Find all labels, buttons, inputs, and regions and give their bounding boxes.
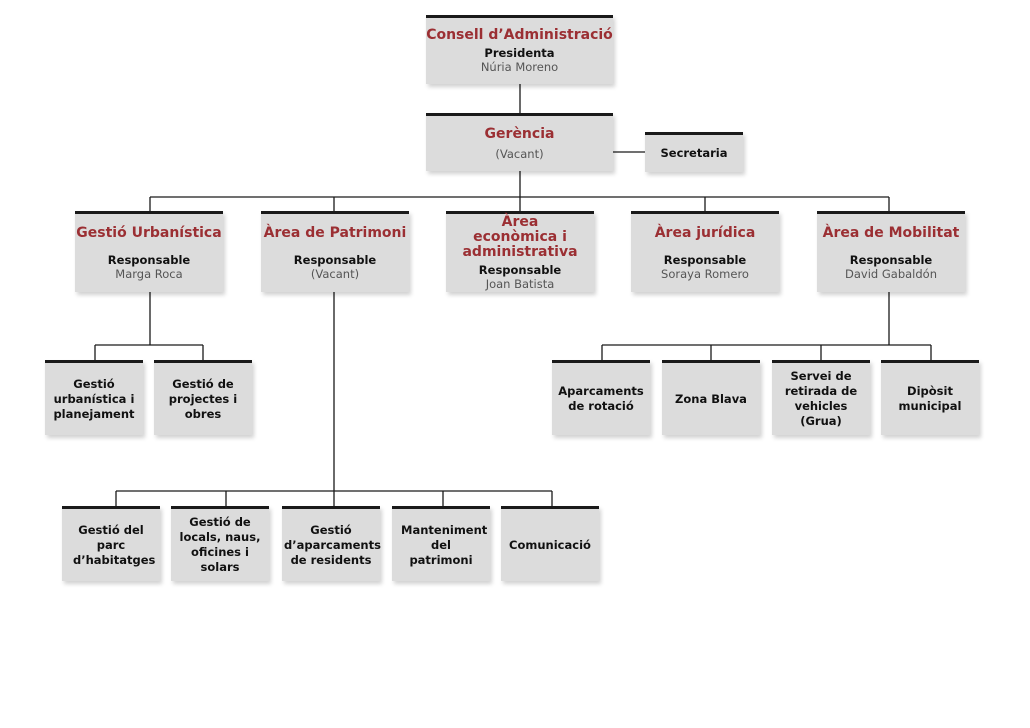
- area-role: Responsable: [293, 252, 377, 267]
- unit-box-urbanism: Gestió de projectes i obres: [154, 360, 252, 435]
- management-box: Gerència (Vacant): [426, 113, 613, 171]
- area-title: Àrea de Mobilitat: [822, 224, 960, 241]
- unit-label: Manteniment del patrimoni: [401, 522, 488, 567]
- area-title: Àrea econòmica i administrativa: [462, 214, 578, 260]
- area-role: Responsable: [107, 252, 191, 267]
- area-person: Joan Batista: [485, 277, 555, 291]
- area-box-legal: Àrea jurídica Responsable Soraya Romero: [631, 211, 779, 292]
- unit-label: Gestió urbanística i planejament: [53, 376, 135, 421]
- unit-box-heritage: Gestió de locals, naus, oficines i solar…: [171, 506, 269, 581]
- area-person: David Gabaldón: [845, 266, 937, 281]
- secretary-title: Secretaria: [660, 146, 728, 160]
- management-person: (Vacant): [495, 146, 544, 161]
- area-role: Responsable: [478, 263, 562, 277]
- unit-box-mobility: Zona Blava: [662, 360, 760, 435]
- area-person: Soraya Romero: [661, 266, 749, 281]
- unit-label: Gestió del parc d’habitatges: [73, 522, 156, 567]
- unit-box-heritage: Comunicació: [501, 506, 599, 581]
- unit-label: Zona Blava: [675, 391, 747, 406]
- board-box: Consell d’Administració Presidenta Núria…: [426, 15, 613, 84]
- unit-label: Gestió d’aparcaments de residents: [284, 522, 381, 567]
- management-title: Gerència: [484, 125, 555, 142]
- secretary-box: Secretaria: [645, 132, 743, 172]
- unit-box-mobility: Servei de retirada de vehicles (Grua): [772, 360, 870, 435]
- area-title: Àrea de Patrimoni: [263, 224, 407, 241]
- area-box-heritage: Àrea de Patrimoni Responsable (Vacant): [261, 211, 409, 292]
- unit-box-heritage: Manteniment del patrimoni: [392, 506, 490, 581]
- unit-label: Gestió de projectes i obres: [168, 376, 238, 421]
- unit-label: Dipòsit municipal: [898, 384, 962, 413]
- unit-box-mobility: Dipòsit municipal: [881, 360, 979, 435]
- area-role: Responsable: [849, 252, 933, 267]
- unit-box-urbanism: Gestió urbanística i planejament: [45, 360, 143, 435]
- area-box-economic: Àrea econòmica i administrativa Responsa…: [446, 211, 594, 292]
- area-title: Àrea jurídica: [654, 224, 756, 241]
- area-box-mobility: Àrea de Mobilitat Responsable David Gaba…: [817, 211, 965, 292]
- area-role: Responsable: [663, 252, 747, 267]
- unit-label: Servei de retirada de vehicles (Grua): [784, 369, 858, 428]
- unit-label: Aparcaments de rotació: [558, 384, 644, 413]
- board-role: Presidenta: [484, 46, 555, 60]
- area-person: (Vacant): [310, 266, 360, 281]
- area-title: Gestió Urbanística: [76, 224, 222, 241]
- board-title: Consell d’Administració: [426, 27, 613, 43]
- unit-box-heritage: Gestió d’aparcaments de residents: [282, 506, 381, 581]
- unit-box-heritage: Gestió del parc d’habitatges: [62, 506, 160, 581]
- unit-label: Gestió de locals, naus, oficines i solar…: [179, 515, 261, 574]
- area-person: Marga Roca: [115, 266, 183, 281]
- unit-box-mobility: Aparcaments de rotació: [552, 360, 650, 435]
- unit-label: Comunicació: [509, 537, 591, 552]
- board-person: Núria Moreno: [480, 60, 559, 74]
- area-box-urbanism: Gestió Urbanística Responsable Marga Roc…: [75, 211, 223, 292]
